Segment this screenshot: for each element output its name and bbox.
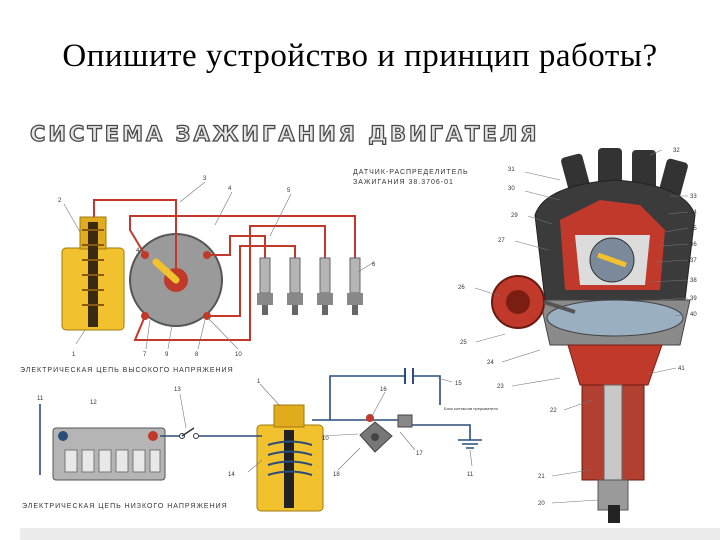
low-voltage-caption: ЭЛЕКТРИЧЕСКАЯ ЦЕПЬ НИЗКОГО НАПРЯЖЕНИЯ: [22, 503, 228, 510]
label-36: 36: [690, 242, 697, 248]
battery: [52, 427, 166, 481]
low-voltage-wires: [39, 375, 482, 475]
label-22: 22: [550, 408, 557, 414]
label-14: 14: [228, 472, 235, 478]
label-1: 1: [72, 352, 76, 358]
label-7: 7: [143, 352, 147, 358]
label-40: 40: [690, 312, 697, 318]
distributor-rotor: [129, 233, 223, 327]
spark-plug-1: [257, 257, 273, 315]
label-6: 6: [372, 262, 376, 268]
label-13: 13: [174, 387, 181, 393]
label-33: 33: [690, 194, 697, 200]
label-21: 21: [538, 474, 545, 480]
spark-plug-2: [287, 257, 303, 315]
label-10: 10: [235, 352, 242, 358]
label-11a: 11: [37, 396, 44, 402]
spark-plugs: [257, 257, 363, 315]
bottom-strip: [20, 528, 720, 540]
label-9: 9: [165, 352, 169, 358]
label-27: 27: [498, 238, 505, 244]
label-25: 25: [460, 340, 467, 346]
ignition-coil-high: [61, 216, 125, 331]
label-10b: 10: [322, 436, 329, 442]
label-18: 18: [333, 472, 340, 478]
ignition-switch: [179, 427, 199, 439]
label-5: 5: [287, 188, 291, 194]
label-38: 38: [690, 278, 697, 284]
label-23: 23: [497, 384, 504, 390]
label-39: 39: [690, 296, 697, 302]
spark-plug-3: [317, 257, 333, 315]
slide-title: Опишите устройство и принцип работы?: [62, 38, 658, 74]
high-voltage-caption: ЭЛЕКТРИЧЕСКАЯ ЦЕПЬ ВЫСОКОГО НАПРЯЖЕНИЯ: [20, 367, 234, 374]
distributor-cutaway: [491, 148, 696, 523]
label-37: 37: [690, 258, 697, 264]
label-17: 17: [416, 451, 423, 457]
label-26: 26: [458, 285, 465, 291]
label-41: 41: [678, 366, 685, 372]
label-34: 34: [690, 210, 697, 216]
spark-plug-4: [347, 257, 363, 315]
label-20: 20: [538, 501, 545, 507]
label-3: 3: [203, 176, 207, 182]
ignition-coil-low: [256, 404, 324, 512]
label-8: 8: [195, 352, 199, 358]
label-35: 35: [690, 226, 697, 232]
distributor-caption-line2: ЗАЖИГАНИЯ 38.3706-01: [353, 179, 454, 186]
label-24: 24: [487, 360, 494, 366]
label-30: 30: [508, 186, 515, 192]
label-4b: 4: [136, 248, 140, 254]
label-11b: 11: [467, 472, 474, 478]
breaker-cam: [359, 414, 413, 453]
side-note: Блок контактов прерывателя: [444, 406, 498, 411]
label-31: 31: [508, 167, 515, 173]
label-4: 4: [228, 186, 232, 192]
high-voltage-wires: [93, 199, 356, 341]
label-2: 2: [58, 198, 62, 204]
diagram-title: СИСТЕМА ЗАЖИГАНИЯ ДВИГАТЕЛЯ: [30, 122, 539, 146]
label-12: 12: [90, 400, 97, 406]
label-1b: 1: [257, 379, 261, 385]
label-16: 16: [380, 387, 387, 393]
label-15: 15: [455, 381, 462, 387]
distributor-caption-line1: ДАТЧИК-РАСПРЕДЕЛИТЕЛЬ: [353, 169, 469, 176]
capacitor: [404, 368, 414, 384]
label-32: 32: [673, 148, 680, 154]
label-29: 29: [511, 213, 518, 219]
